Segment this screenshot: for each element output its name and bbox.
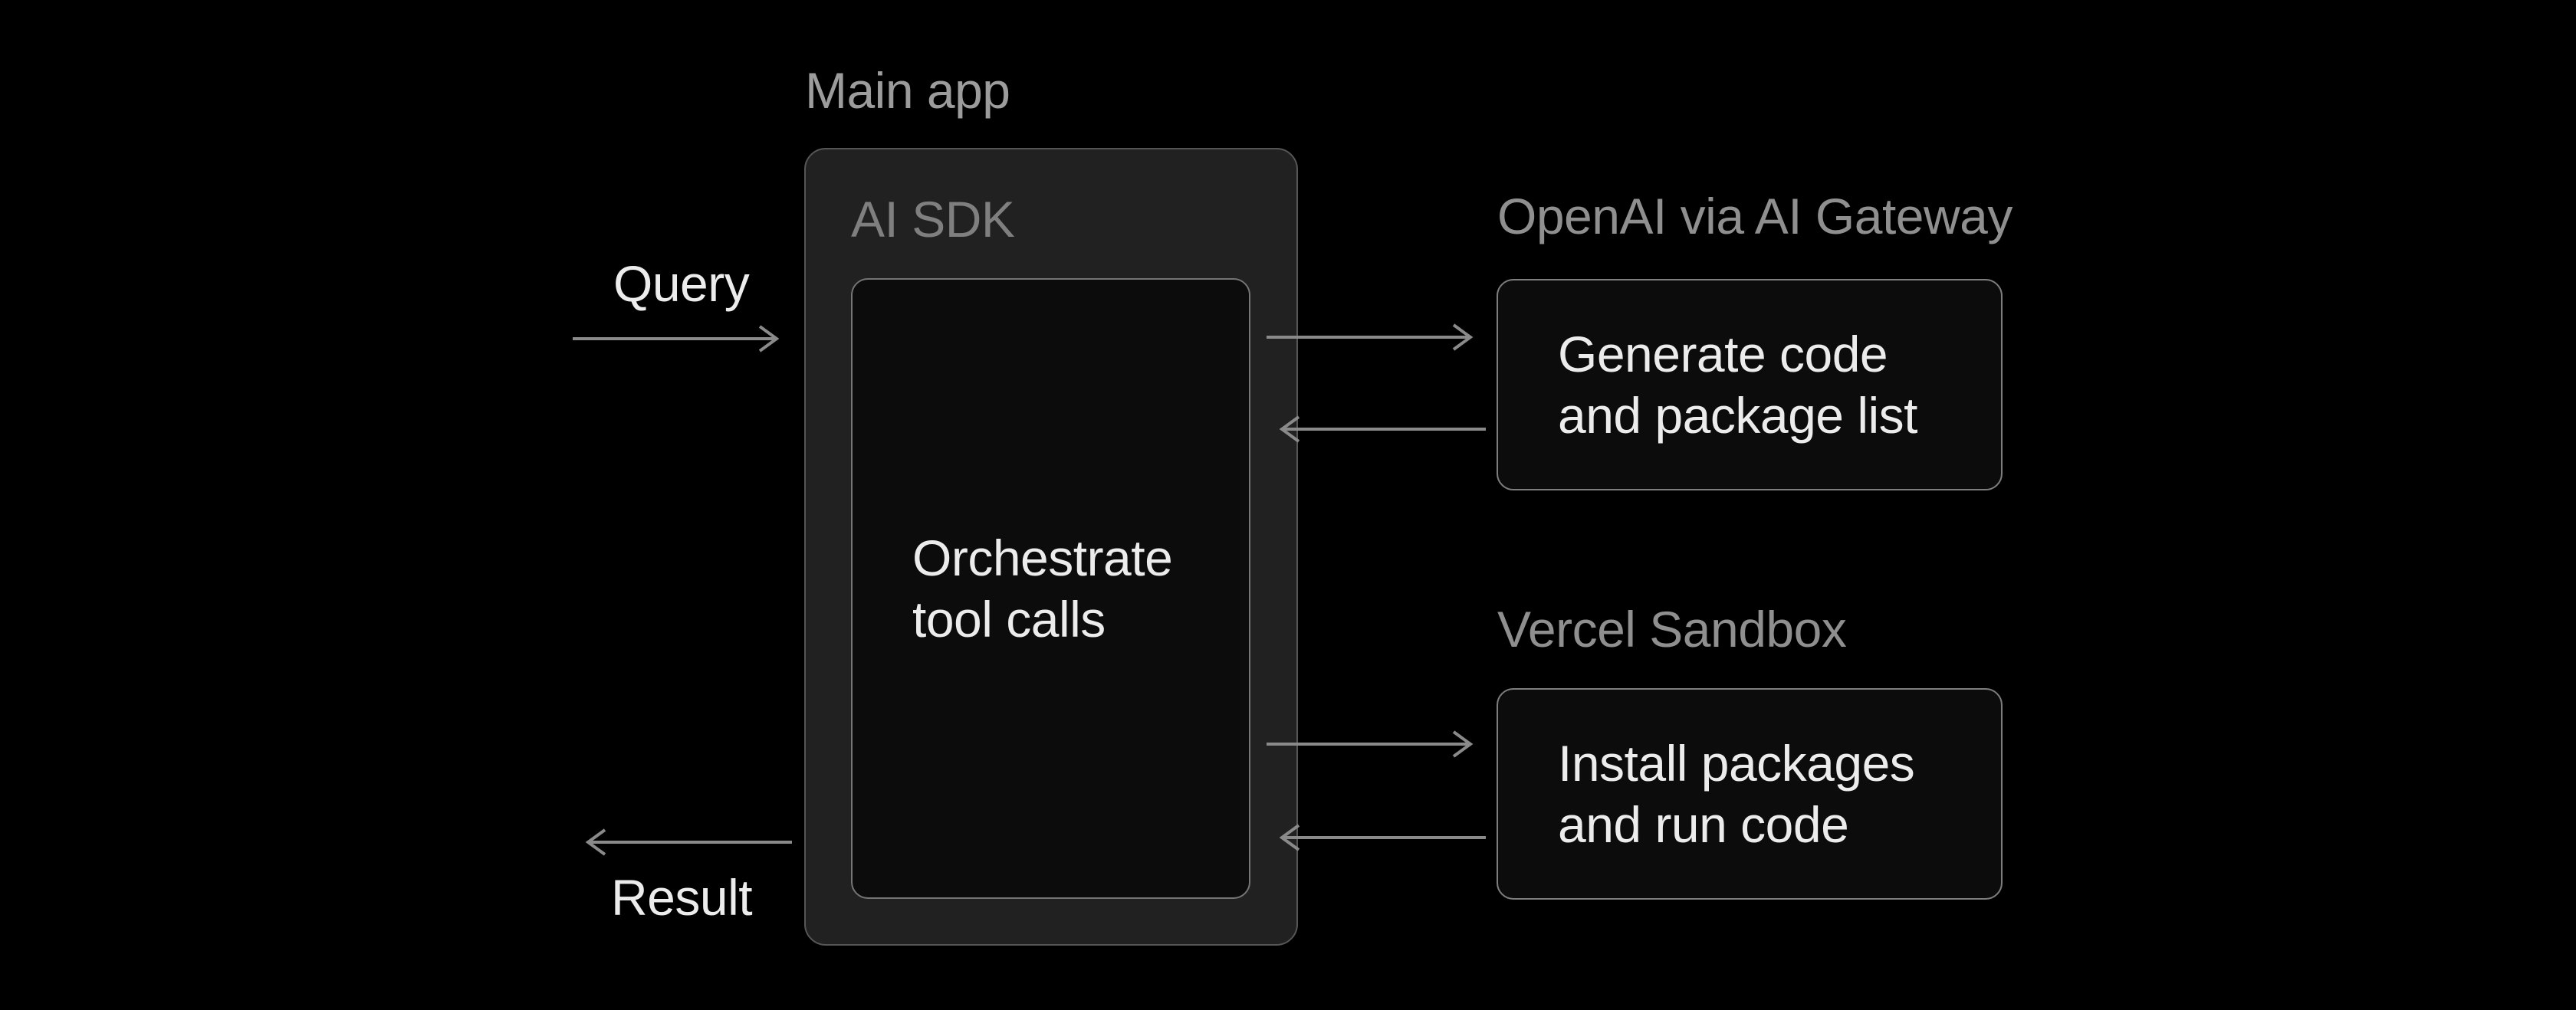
query-label: Query (613, 255, 750, 312)
query-arrow (573, 325, 780, 353)
generate-code-box: Generate code and package list (1497, 279, 2003, 490)
orchestrate-line2: tool calls (912, 591, 1106, 648)
sdk-to-vercel-arrow (1267, 730, 1474, 758)
install-run-box: Install packages and run code (1497, 688, 2003, 900)
main-app-box: AI SDK Orchestrate tool calls (804, 148, 1298, 946)
result-arrow (585, 828, 792, 856)
install-run-line2: and run code (1558, 796, 1849, 853)
ai-sdk-label: AI SDK (851, 191, 1015, 248)
orchestrate-box: Orchestrate tool calls (851, 278, 1250, 899)
generate-code-line2: and package list (1558, 387, 1918, 444)
orchestrate-line1: Orchestrate (912, 530, 1173, 586)
generate-code-text: Generate code and package list (1498, 323, 1918, 446)
vercel-sandbox-label: Vercel Sandbox (1497, 601, 1847, 657)
sdk-to-openai-arrow (1267, 323, 1474, 351)
main-app-label: Main app (805, 62, 1010, 119)
generate-code-line1: Generate code (1558, 326, 1888, 382)
vercel-to-sdk-arrow (1279, 824, 1486, 851)
result-label: Result (611, 869, 753, 926)
install-run-text: Install packages and run code (1498, 733, 1915, 855)
openai-gateway-label: OpenAI via AI Gateway (1497, 188, 2013, 244)
install-run-line1: Install packages (1558, 735, 1915, 792)
orchestrate-text: Orchestrate tool calls (853, 527, 1173, 650)
openai-to-sdk-arrow (1279, 415, 1486, 443)
